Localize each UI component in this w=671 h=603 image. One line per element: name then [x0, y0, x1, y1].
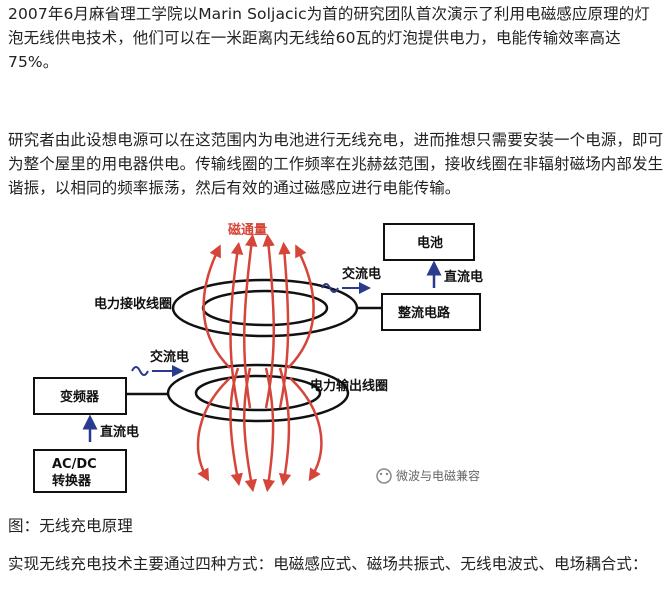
rectifier-box: 整流电路 — [381, 293, 481, 331]
magnetic-flux-label: 磁通量 — [228, 222, 267, 238]
inverter-box: 变频器 — [33, 377, 127, 415]
flux-lines — [196, 233, 323, 493]
dc-label-left: 直流电 — [100, 424, 139, 440]
receive-coil-label: 电力接收线圈 — [94, 296, 172, 312]
ac-label-bottom: 交流电 — [150, 349, 189, 365]
research-paragraph: 研究者由此设想电源可以在这范围内为电池进行无线充电，进而推想只需要安装一个电源，… — [8, 131, 664, 197]
watermark-label: 微波与电磁兼容 — [396, 468, 480, 483]
inverter-label: 变频器 — [60, 389, 100, 405]
dc-label-right: 直流电 — [444, 269, 483, 285]
ac-label-top: 交流电 — [342, 266, 381, 282]
acdc-label-line2: 转换器 — [52, 473, 92, 489]
rectifier-label: 整流电路 — [397, 305, 451, 321]
acdc-box: AC/DC 转换器 — [33, 449, 127, 493]
transmit-coil-label: 电力输出线圈 — [310, 378, 388, 394]
methods-paragraph: 实现无线充电技术主要通过四种方式：电磁感应式、磁场共振式、无线电波式、电场耦合式… — [8, 555, 648, 573]
intro-paragraph: 2007年6月麻省理工学院以Marin Soljacic为首的研究团队首次演示了… — [8, 5, 650, 71]
figure-caption: 图：无线充电原理 — [8, 517, 133, 535]
watermark: 微波与电磁兼容 — [376, 468, 480, 484]
wireless-charging-diagram: 磁通量 电力接收线圈 电力输出线圈 电池 整流电路 直流电 交流电 变频器 交流… — [33, 222, 483, 493]
acdc-label-line1: AC/DC — [52, 457, 97, 472]
battery-box: 电池 — [383, 223, 475, 261]
battery-label: 电池 — [417, 235, 443, 251]
